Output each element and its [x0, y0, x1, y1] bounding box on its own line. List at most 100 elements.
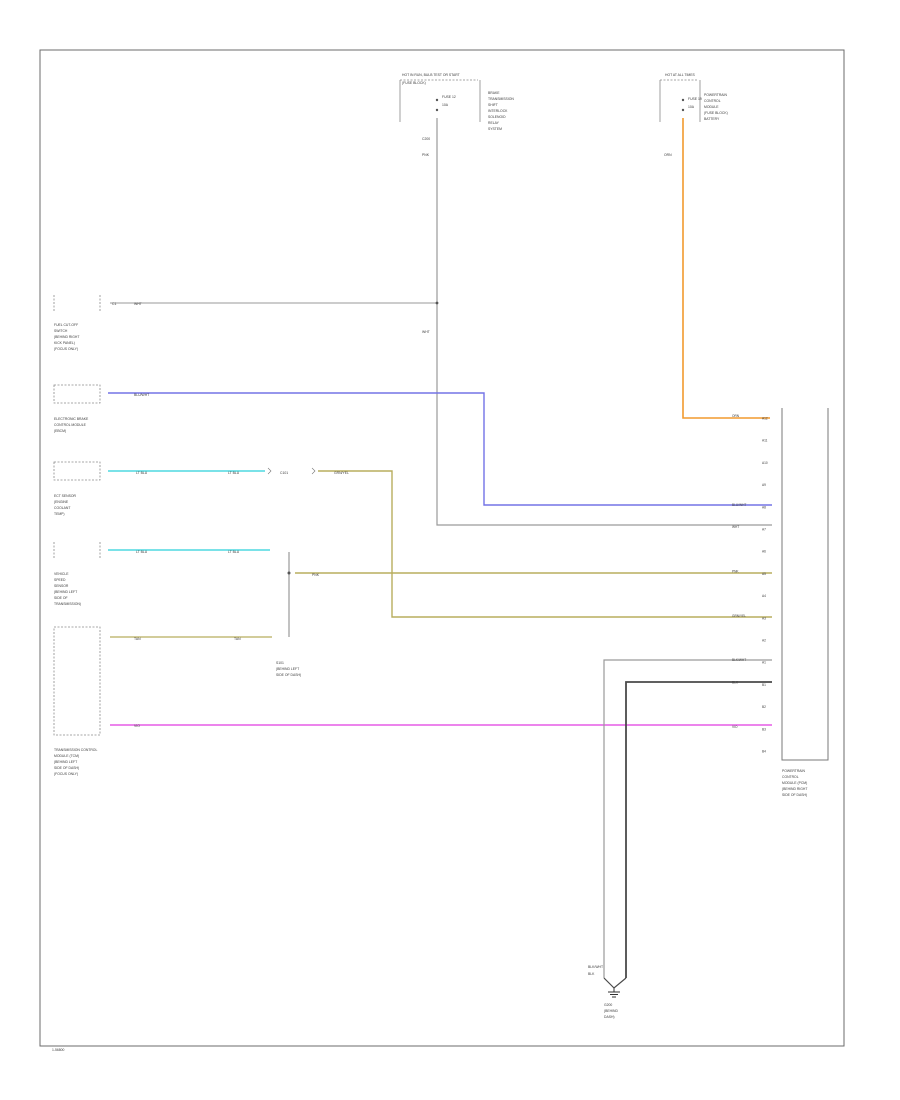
ground-desc-line-1: G200 — [604, 1003, 612, 1007]
pcm-pin-A7: A7 — [762, 528, 766, 532]
pcm-pin-B2: B2 — [762, 705, 766, 709]
fuel-desc-line-4: KICK PANEL) — [54, 341, 75, 345]
fuel-cutoff-wire: WHT — [134, 302, 142, 306]
tcm-desc-line-3: (BEHIND LEFT — [54, 760, 77, 764]
ground-wire-2: BLK — [588, 972, 595, 976]
fuse-19-amps: 10A — [688, 105, 695, 109]
pcm-pin-A10: A10 — [762, 461, 768, 465]
pcm-pin-A4: A4 — [762, 594, 766, 598]
ect-olive-label: GRN/YEL — [334, 471, 349, 475]
tcm-desc-line-5: (FOCUS ONLY) — [54, 772, 78, 776]
ect-sensor: LT BLU LT BLU C101 GRN/YEL ECT SENSOR (EN… — [53, 461, 349, 516]
fuse-top-desc-line-6: RELAY — [488, 121, 500, 125]
fuse-top-desc-line-3: SHIFT — [488, 103, 498, 107]
pcm-pin-A8: A8 — [762, 505, 766, 509]
pcm-desc-line-3: MODULE (PCM) — [782, 781, 807, 785]
pcm-wire-A8: BLU/WHT — [732, 503, 746, 507]
pcm-pin-A12: A12 — [762, 417, 768, 421]
fuse-block-top-header: HOT IN RUN, BULB TEST OR START — [402, 73, 460, 77]
fuse-right-desc-line-1: POWERTRAIN — [704, 93, 727, 97]
ect-desc-line-3: COOLANT — [54, 506, 70, 510]
wire-white — [436, 118, 772, 526]
pcm-pin-B4: B4 — [762, 750, 766, 754]
diagram-frame — [39, 49, 845, 1047]
fuse-right-desc-line-2: CONTROL — [704, 99, 721, 103]
fuse-right-desc-line-4: (FUSE BLOCK) — [704, 111, 728, 115]
fuse-19-label: FUSE 19 — [688, 97, 702, 101]
fuse-12-label: FUSE 12 — [442, 95, 456, 99]
wire-olive-ect — [318, 470, 772, 618]
fuel-cutoff-pin: C1 — [112, 302, 116, 306]
footer-code: 1-56800 — [52, 1048, 65, 1052]
fuel-desc-line-2: SWITCH — [54, 329, 68, 333]
ebcm-desc-line-1: ELECTRONIC BRAKE — [54, 417, 89, 421]
fuse-12-amps: 10A — [442, 103, 449, 107]
ect-desc-line-2: (ENGINE — [54, 500, 69, 504]
magenta-wire-label: VIO — [134, 724, 140, 728]
fuse-block-top: HOT IN RUN, BULB TEST OR START (FUSE BLO… — [399, 73, 514, 157]
ect-desc-line-4: TEMP) — [54, 512, 65, 516]
pcm-wire-A12: ORN — [732, 414, 740, 418]
fuel-cutoff-desc: FUEL CUT-OFF SWITCH (BEHIND RIGHT KICK PANE… — [54, 323, 79, 351]
pcm-wire-A1: BLK/WHT — [732, 658, 746, 662]
vss-desc-line-5: SIDE OF — [54, 596, 68, 600]
tcm-tan-label: TAN — [134, 637, 141, 641]
tcm-desc-line-2: MODULE (TCM) — [54, 754, 79, 758]
fuel-desc-line-3: (BEHIND RIGHT — [54, 335, 79, 339]
splice-pnk-label: PNK — [312, 573, 320, 577]
splice-desc-line-2: (BEHIND LEFT — [276, 667, 299, 671]
ground-icon — [608, 988, 620, 998]
fuel-desc-line-1: FUEL CUT-OFF — [54, 323, 78, 327]
fuse-block-top-desc: BRAKETRANSMISSIONSHIFTINTERLOCKSOLENOIDR… — [488, 91, 514, 131]
pcm-wire-A5: PNK — [732, 569, 739, 573]
blue-wire-label: BLU/WHT — [134, 393, 149, 397]
fuse-right-desc-line-5: BATTERY — [704, 117, 720, 121]
vss-desc-line-4: (BEHIND LEFT — [54, 590, 77, 594]
pcm-pin-A9: A9 — [762, 483, 766, 487]
orange-wire-label: ORN — [664, 153, 672, 157]
cyan-wire-label-1: LT BLU — [136, 471, 148, 475]
powertrain-control-module: A12ORNA11A10A9A8BLU/WHTA7WHTA6A5PNKA4A3G… — [732, 408, 829, 797]
pcm-pin-A1: A1 — [762, 661, 766, 665]
ect-desc-line-1: ECT SENSOR — [54, 494, 77, 498]
wire-orange — [682, 118, 770, 419]
pcm-pin-list: A12ORNA11A10A9A8BLU/WHTA7WHTA6A5PNKA4A3G… — [732, 414, 768, 754]
vss-desc-line-2: SPEED — [54, 578, 66, 582]
pcm-desc-line-4: (BEHIND RIGHT — [782, 787, 807, 791]
fuse-block-right-header: HOT AT ALL TIMES — [665, 73, 696, 77]
fuel-cutoff-wire2: WHT — [422, 330, 430, 334]
pcm-desc-line-1: POWERTRAIN — [782, 769, 805, 773]
fuse-top-desc-line-4: INTERLOCK — [488, 109, 508, 113]
pcm-desc: POWERTRAIN CONTROL MODULE (PCM) (BEHIND RIG… — [782, 769, 807, 797]
tcm-desc-line-4: SIDE OF DASH) — [54, 766, 79, 770]
cyan-wire-label-2: LT BLU — [228, 471, 240, 475]
vss-desc-line-6: TRANSMISSION) — [54, 602, 81, 606]
ground-wire-1: BLK/WHT — [588, 965, 603, 969]
ect-desc: ECT SENSOR (ENGINE COOLANT TEMP) — [54, 494, 77, 516]
pcm-wire-B3: VIO — [732, 725, 738, 729]
ground-desc-line-3: DASH) — [604, 1015, 615, 1019]
pcm-pin-A5: A5 — [762, 572, 766, 576]
fuse-block-right: HOT AT ALL TIMES FUSE 19 10A POWERTRAIN C… — [659, 73, 728, 157]
cyan-wire-label-3: LT BLU — [136, 550, 148, 554]
cyan-wire-label-4: LT BLU — [228, 550, 240, 554]
wire-blue — [108, 392, 772, 506]
vehicle-speed-sensor: LT BLU LT BLU VEHICLESPEEDSENSOR(BEHIND … — [53, 542, 240, 606]
pcm-desc-line-5: SIDE OF DASH) — [782, 793, 807, 797]
fuse-top-pin: C200 — [422, 137, 430, 141]
splice-desc-line-3: SIDE OF DASH) — [276, 673, 301, 677]
fuse-block-top-subheader: (FUSE BLOCK) — [402, 81, 426, 85]
fuse-top-desc-line-7: SYSTEM — [488, 127, 502, 131]
connector-c101-label: C101 — [280, 471, 288, 475]
pcm-desc-line-2: CONTROL — [782, 775, 799, 779]
tcm-desc-line-1: TRANSMISSION CONTROL — [54, 748, 97, 752]
pcm-pin-A2: A2 — [762, 639, 766, 643]
